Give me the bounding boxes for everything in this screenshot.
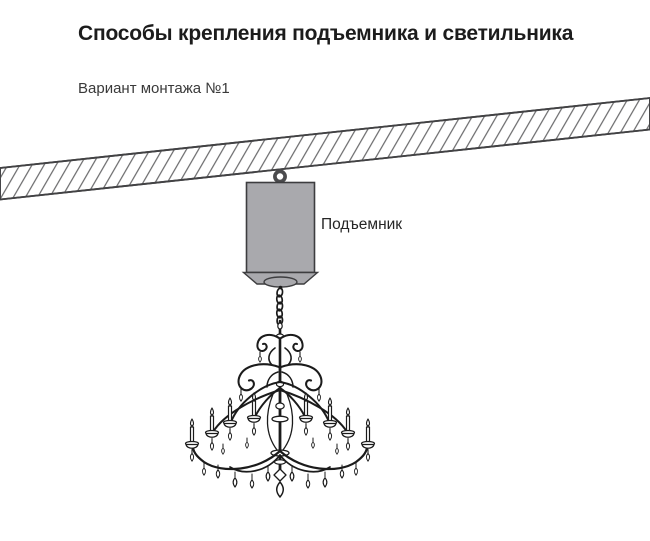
candle	[300, 393, 313, 435]
anchor-ring-icon	[273, 169, 287, 184]
ceiling-slab	[0, 97, 650, 201]
candle	[342, 408, 355, 450]
hoist-body	[245, 181, 316, 274]
candle	[206, 408, 219, 450]
chain	[275, 287, 284, 326]
chandelier-illustration	[186, 319, 375, 498]
page-title: Способы крепления подъемника и светильни…	[78, 22, 574, 45]
hoist-drum	[263, 276, 298, 288]
hoist-box	[241, 181, 320, 290]
chandelier-crown	[239, 319, 322, 450]
candle	[248, 393, 261, 435]
hoist-label: Подъемник	[321, 216, 403, 233]
chandelier-finial	[273, 459, 287, 498]
mounting-variant-label: Вариант монтажа №1	[78, 80, 230, 97]
